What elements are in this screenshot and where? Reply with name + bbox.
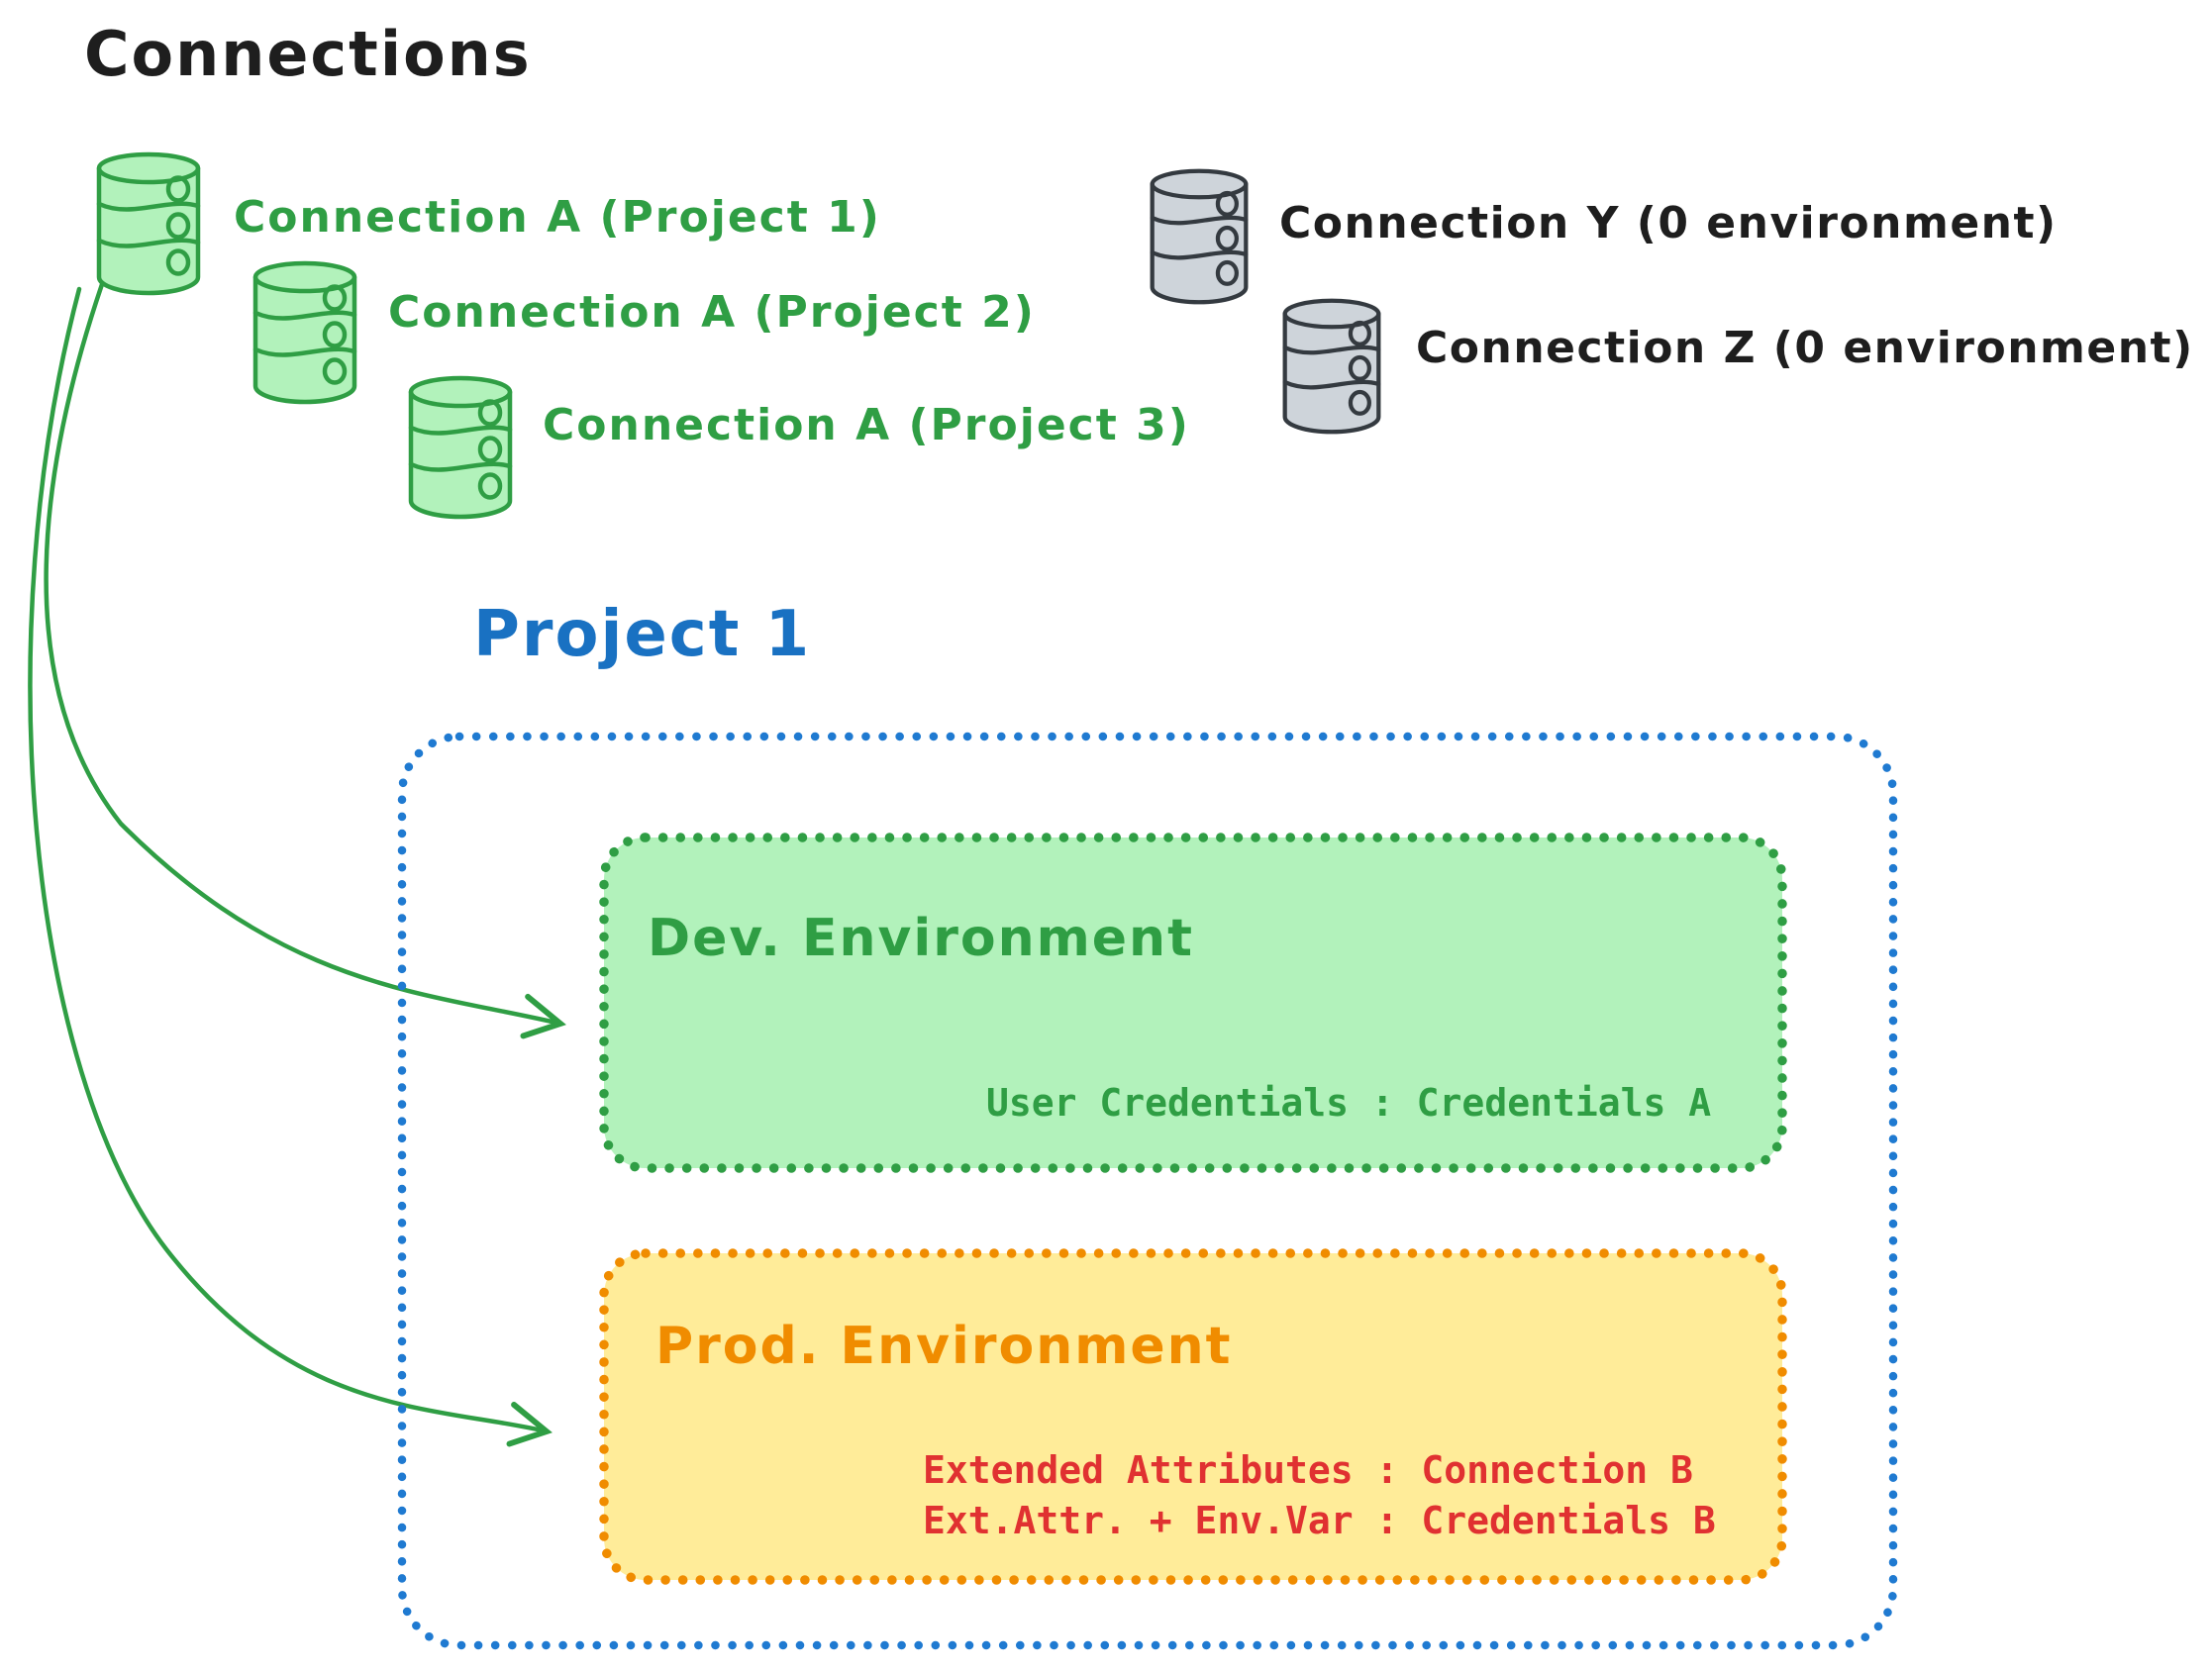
dev-environment-box: Dev. Environment User Credentials : Cred… xyxy=(598,832,1788,1174)
database-icon xyxy=(1279,293,1384,440)
database-icon xyxy=(91,148,206,299)
connection-label: Connection Z (0 environment) xyxy=(1416,323,2194,373)
prod-mapping-line: Extended Attributes : Connection B xyxy=(923,1448,1693,1492)
prod-environment-box: Prod. Environment Extended Attributes : … xyxy=(598,1247,1788,1586)
prod-mapping-line: Ext.Attr. + Env.Var : Credentials B xyxy=(923,1499,1716,1542)
connection-label: Connection A (Project 2) xyxy=(388,287,1036,338)
project-title: Project 1 xyxy=(473,598,812,671)
diagram-title: Connections xyxy=(84,18,532,90)
database-icon xyxy=(248,257,362,408)
connection-label: Connection A (Project 3) xyxy=(543,400,1190,450)
dev-environment-title: Dev. Environment xyxy=(648,909,1194,968)
prod-environment-title: Prod. Environment xyxy=(655,1317,1233,1376)
connection-label: Connection A (Project 1) xyxy=(234,192,881,243)
project-box xyxy=(396,731,1899,1651)
prod-credentials-mappings: Extended Attributes : Connection B Ext.A… xyxy=(923,1445,1716,1546)
connection-label: Connection Y (0 environment) xyxy=(1279,198,2058,248)
database-icon xyxy=(1147,163,1252,310)
dev-credentials-mapping: User Credentials : Credentials A xyxy=(986,1081,1712,1125)
database-icon xyxy=(403,372,518,523)
